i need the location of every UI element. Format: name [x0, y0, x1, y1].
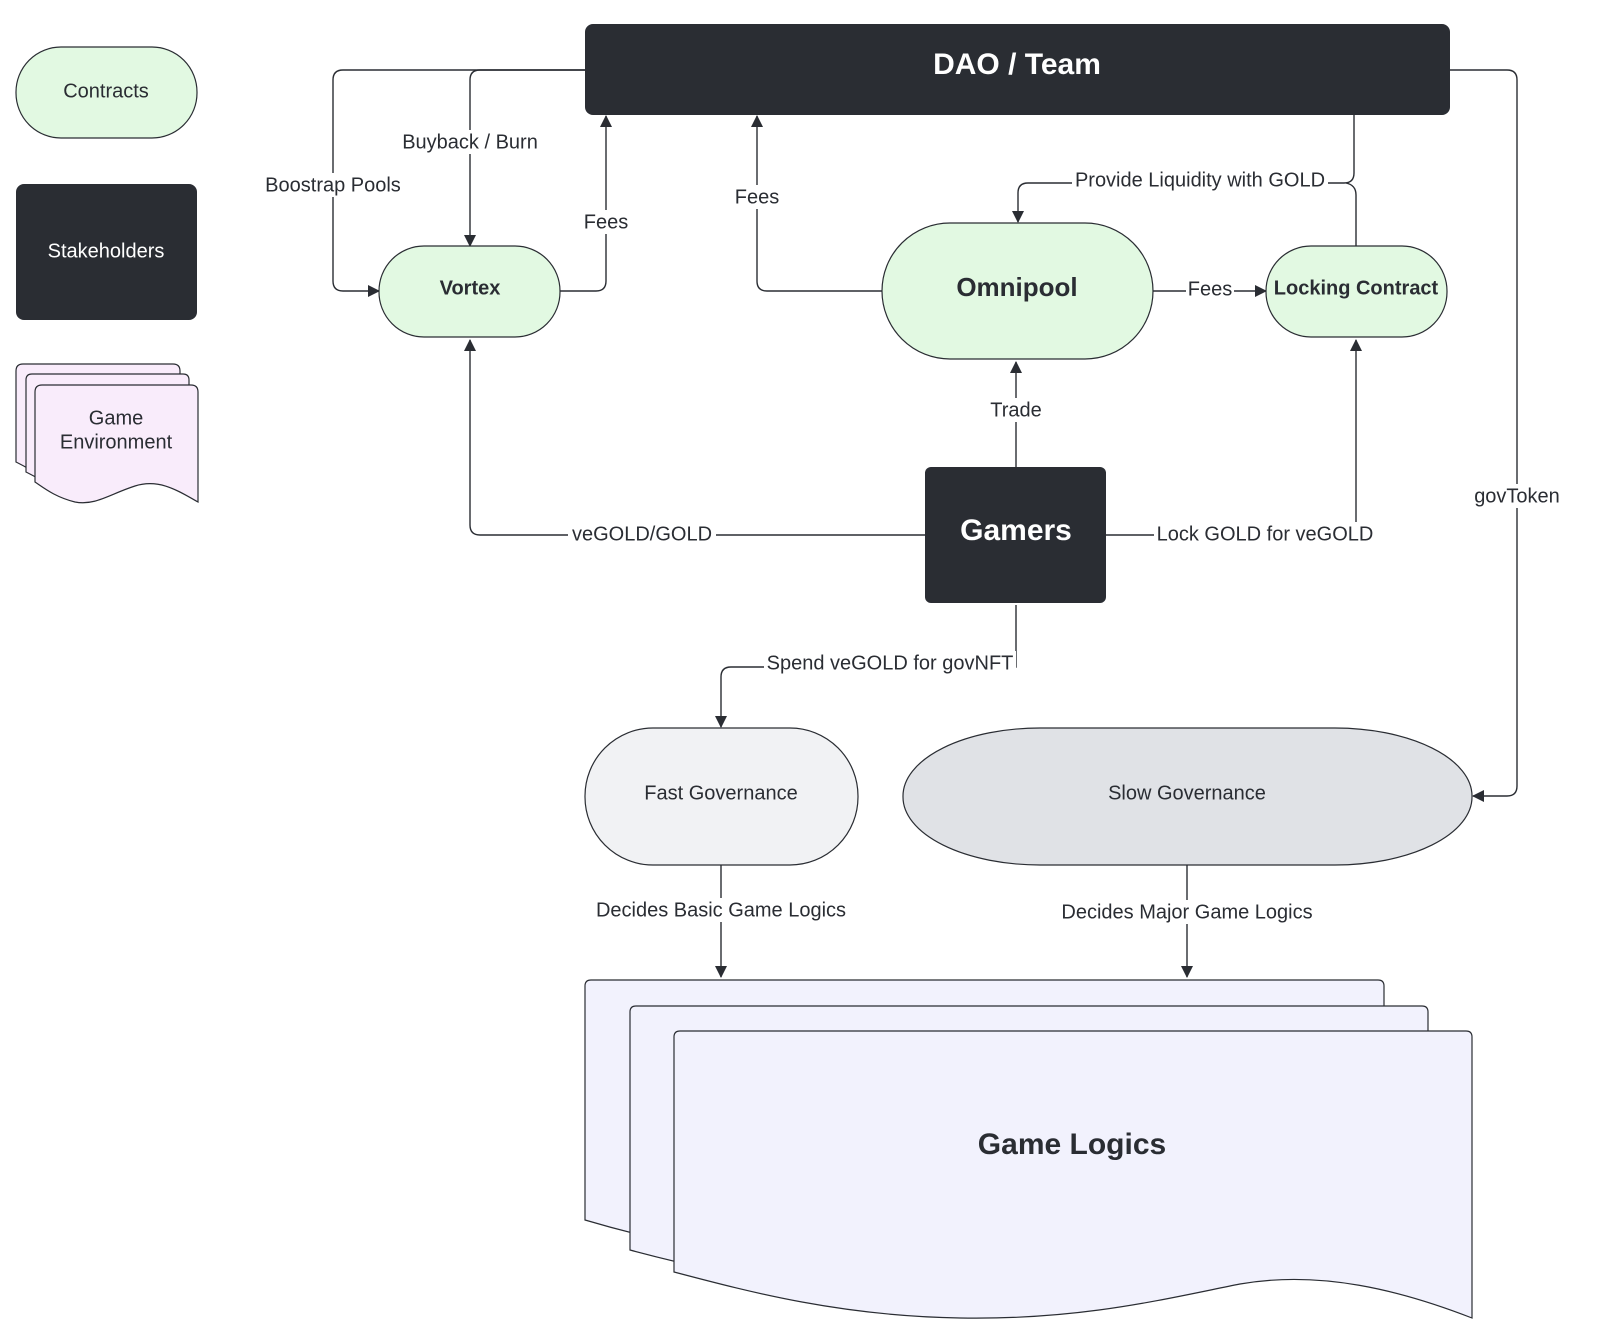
node-gamers: Gamers: [925, 467, 1106, 603]
locking-contract-shape: [1265, 245, 1448, 338]
node-slow-governance: Slow Governance: [902, 727, 1473, 866]
label-boostrap-pools: Boostrap Pools: [265, 174, 401, 196]
omnipool-shape: [881, 222, 1154, 360]
node-locking-contract: Locking Contract: [1265, 245, 1448, 338]
label-spend-vegold: Spend veGOLD for govNFT: [767, 652, 1014, 674]
label-fees-omnipool-dao: Fees: [735, 186, 779, 208]
legend-contracts-label: Contracts: [63, 80, 149, 102]
label-buyback-burn: Buyback / Burn: [402, 131, 538, 153]
label-fees-vortex: Fees: [584, 211, 628, 233]
edge-vegold-gold: [464, 339, 925, 536]
label-lock-gold: Lock GOLD for veGOLD: [1157, 523, 1374, 545]
legend-contracts-shape: [15, 46, 198, 139]
node-vortex: Vortex: [378, 245, 561, 338]
gamers-shape: [925, 467, 1106, 603]
label-gov-token: govToken: [1474, 485, 1560, 507]
node-dao-team: DAO / Team: [585, 24, 1450, 115]
gamers-label: Gamers: [960, 514, 1072, 547]
edge-fees-vortex-dao: [560, 115, 612, 292]
legend-stakeholders-label: Stakeholders: [48, 240, 165, 262]
slow-governance-shape: [902, 727, 1473, 866]
fast-governance-label: Fast Governance: [644, 782, 797, 804]
legend-stakeholders-shape: [16, 184, 197, 320]
slow-governance-label: Slow Governance: [1108, 782, 1266, 804]
locking-contract-label: Locking Contract: [1274, 277, 1439, 299]
edge-labels: Boostrap Pools Buyback / Burn Fees Fees …: [262, 130, 1564, 924]
edge-locking-to-liquidity: [1345, 182, 1357, 246]
legend-game-environment-shape: [15, 363, 199, 504]
label-decides-major: Decides Major Game Logics: [1061, 901, 1312, 923]
label-trade: Trade: [990, 399, 1042, 421]
dao-team-shape: [585, 24, 1450, 115]
edge-fees-omnipool-dao: [751, 115, 882, 292]
label-decides-basic: Decides Basic Game Logics: [596, 899, 846, 921]
edge-spend-vegold: [715, 605, 1017, 728]
label-fees-omnipool-locking: Fees: [1188, 278, 1232, 300]
label-vegold-gold: veGOLD/GOLD: [572, 523, 712, 545]
omnipool-label: Omnipool: [956, 272, 1077, 302]
legend-game-environment-label-line1: Game: [89, 407, 143, 429]
node-game-logics: Game Logics: [584, 979, 1473, 1319]
vortex-label: Vortex: [440, 277, 501, 299]
vortex-shape: [378, 245, 561, 338]
game-logics-sheet-front: [673, 1030, 1473, 1319]
edge-lock-gold: [1106, 339, 1362, 536]
legend-game-environment-label-line2: Environment: [60, 431, 173, 453]
dao-team-label: DAO / Team: [933, 48, 1101, 81]
node-fast-governance: Fast Governance: [584, 727, 859, 866]
edge-buyback-burn: [464, 69, 585, 247]
legend: Contracts Stakeholders Game Environment: [15, 46, 199, 504]
label-provide-liquidity: Provide Liquidity with GOLD: [1075, 169, 1325, 191]
node-omnipool: Omnipool: [881, 222, 1154, 360]
edge-gov-token: [1450, 69, 1518, 802]
fast-governance-shape: [584, 727, 859, 866]
game-logics-label: Game Logics: [978, 1128, 1166, 1161]
